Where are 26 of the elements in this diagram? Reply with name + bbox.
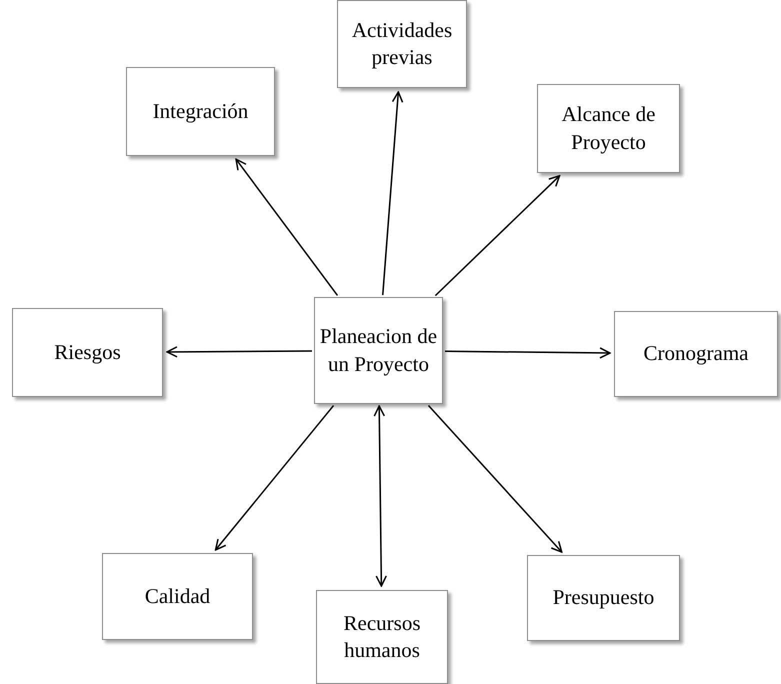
node-label: Cronograma [644, 340, 748, 368]
text-box [12, 308, 163, 397]
text-box [527, 555, 680, 641]
arrow [214, 405, 334, 551]
text-box [316, 590, 448, 684]
text-box [537, 84, 680, 173]
arrow [166, 346, 312, 358]
node-label: Actividades previas [350, 16, 454, 71]
node-label: Alcance de Proyecto [560, 101, 656, 156]
arrow [235, 158, 338, 296]
node-label: Planeacion de un Proyecto [318, 323, 438, 378]
arrow [382, 91, 404, 296]
text-box [126, 67, 275, 156]
text-box [102, 553, 253, 640]
node-label: Integración [152, 98, 248, 125]
arrow [428, 404, 562, 553]
text-box [314, 297, 443, 404]
node-label: Riesgos [54, 338, 121, 366]
node-label: Calidad [144, 582, 210, 610]
node-label: Recursos humanos [342, 610, 422, 664]
arrow [374, 405, 387, 587]
arrow [434, 175, 560, 296]
text-box [614, 311, 778, 397]
node-label: Presupuesto [552, 584, 654, 612]
arrow [445, 347, 611, 359]
text-box [337, 0, 467, 88]
